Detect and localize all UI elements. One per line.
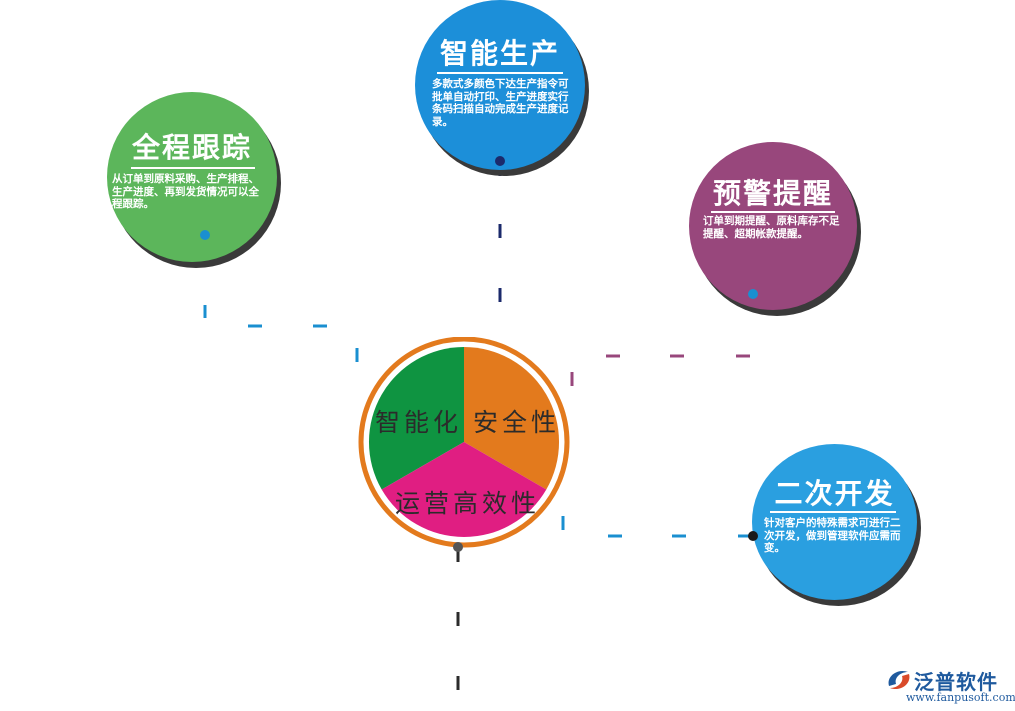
feature-bubble-warning: 预警提醒 订单到期提醒、原料库存不足提醒、超期帐款提醒。 [689, 142, 857, 310]
center-anchor-dot [453, 542, 463, 552]
feature-title: 二次开发 [774, 477, 895, 510]
segment-label-security: 安全性 [473, 408, 561, 437]
feature-bubble-production: 智能生产 多款式多颜色下达生产指令可批单自动打印、生产进度实行条码扫描自动完成生… [415, 0, 585, 170]
pie-segment-efficiency [381, 442, 547, 538]
title-underline [437, 72, 563, 74]
feature-description: 从订单到原料采购、生产排程、生产进度、再到发货情况可以全程跟踪。 [112, 173, 259, 210]
title-underline [770, 511, 896, 513]
segment-label-smart: 智能化 [375, 408, 463, 437]
brand-url: www.fanpusoft.com [906, 691, 1015, 704]
tracking-anchor-dot [200, 230, 210, 240]
center-pie-graphic [358, 336, 570, 548]
feature-title: 智能生产 [439, 37, 560, 70]
brand-name: 泛普软件 [914, 670, 998, 694]
brand-swirl-icon [888, 670, 910, 690]
warning-connector [570, 295, 755, 386]
feature-title: 全程跟踪 [131, 131, 252, 164]
warning-anchor-dot [748, 289, 758, 299]
segment-label-efficiency: 运营高效性 [395, 489, 541, 518]
feature-title: 预警提醒 [712, 177, 833, 210]
center-pie: 智能化 安全性 运营高效性 [355, 336, 573, 559]
pie-segment-security [464, 347, 560, 490]
feature-bubble-development: 二次开发 针对客户的特殊需求可进行二次开发，做到管理软件应需而变。 [752, 444, 917, 600]
feature-bubble-tracking: 全程跟踪 从订单到原料采购、生产排程、生产进度、再到发货情况可以全程跟踪。 [107, 92, 277, 262]
development-anchor-dot [748, 531, 758, 541]
feature-description: 针对客户的特殊需求可进行二次开发，做到管理软件应需而变。 [764, 517, 901, 554]
feature-description: 多款式多颜色下达生产指令可批单自动打印、生产进度实行条码扫描自动完成生产进度记录… [432, 78, 569, 128]
title-underline [711, 211, 835, 213]
pie-segment-smart [368, 347, 464, 490]
production-anchor-dot [495, 156, 505, 166]
pie-outer-ring [358, 336, 570, 548]
development-connector [561, 516, 752, 538]
feature-description: 订单到期提醒、原料库存不足提醒、超期帐款提醒。 [703, 215, 840, 240]
brand-logo: 泛普软件 www.fanpusoft.com [880, 664, 1015, 708]
title-underline [131, 167, 255, 169]
